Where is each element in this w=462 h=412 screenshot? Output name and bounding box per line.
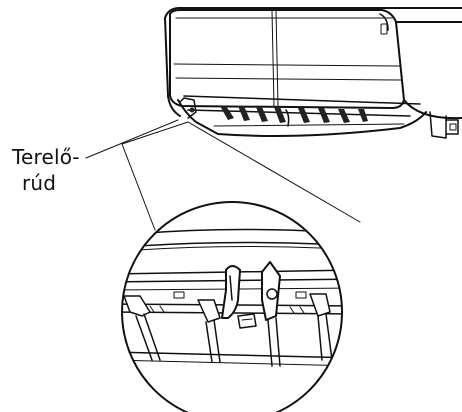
louver-vanes [220, 106, 368, 127]
callout-leaders [85, 119, 361, 231]
deflector-rod-spot [179, 97, 197, 119]
deflector-rod-label-line-1: Terelő- [12, 145, 80, 169]
deflector-rod-label-line-2: rúd [22, 171, 57, 195]
indoor-unit [164, 7, 462, 139]
magnified-detail [121, 201, 343, 412]
